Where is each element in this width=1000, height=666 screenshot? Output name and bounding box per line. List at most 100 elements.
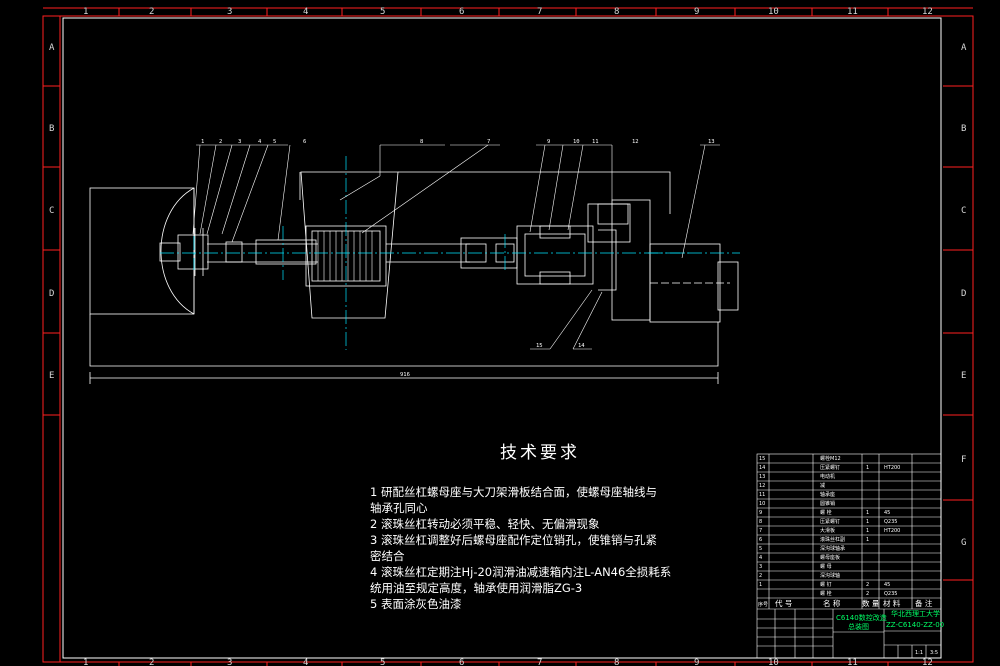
inner-frame — [62, 17, 942, 659]
row-material: Q235 — [884, 519, 897, 525]
row-quantity: 1 — [866, 510, 869, 516]
row-quantity: 1 — [866, 528, 869, 534]
zone-row-label: B — [49, 124, 54, 134]
school-name: 华北西理工大学 — [891, 609, 940, 618]
zone-row-label: B — [961, 124, 966, 134]
zone-row-label: A — [49, 43, 55, 53]
row-material: HT200 — [884, 528, 900, 534]
zone-row-label: A — [961, 43, 967, 53]
dimension-label: 916 — [400, 372, 410, 378]
row-quantity: 1 — [866, 465, 869, 471]
row-quantity: 1 — [866, 519, 869, 525]
zone-ticks — [43, 8, 973, 666]
callout: 10 — [573, 139, 580, 145]
requirement-line: 1 研配丝杠螺母座与大刀架滑板结合面，使螺母座轴线与 — [370, 485, 657, 499]
row-number: 8 — [759, 519, 762, 525]
callout-numbers: 1 2 3 4 5 6 8 7 9 10 11 12 13 15 14 916 — [201, 139, 715, 378]
row-number: 13 — [759, 474, 765, 480]
zone-col-label: 1 — [83, 658, 88, 666]
row-number: 15 — [759, 456, 765, 462]
row-name: 电动机 — [820, 473, 835, 480]
header-note: 备 注 — [915, 598, 933, 608]
row-name: 压紧螺钉 — [820, 518, 840, 525]
requirement-line: 3 滚珠丝杠调整好后螺母座配作定位销孔，使锥销与孔紧 — [370, 533, 657, 547]
callout: 13 — [708, 139, 715, 145]
header-material: 材 料 — [883, 598, 901, 608]
zone-row-label: C — [49, 206, 54, 216]
callout: 15 — [536, 343, 543, 349]
row-number: 14 — [759, 465, 765, 471]
row-number: 6 — [759, 537, 762, 543]
sheet-ratio: 1:1 — [915, 650, 923, 656]
center-lines — [160, 156, 740, 350]
requirement-line: 统用油至规定高度，轴承使用润滑脂ZG-3 — [370, 581, 582, 595]
zone-col-label: 9 — [694, 7, 699, 17]
scale-value: 3:5 — [930, 650, 938, 656]
row-name: 深沟球轴 — [820, 572, 840, 579]
zone-row-label: D — [49, 289, 54, 299]
zone-labels-top: 1 2 3 4 5 6 7 8 9 10 11 12 — [83, 7, 933, 17]
zone-col-label: 10 — [768, 7, 779, 17]
row-quantity: 2 — [866, 582, 869, 588]
title-block: C6140数控改造 总装图 华北西理工大学 ZZ-C6140-ZZ-00 3:5… — [836, 609, 944, 656]
row-quantity: 1 — [866, 537, 869, 543]
row-name: 螺 钉 — [820, 581, 832, 588]
callout: 5 — [273, 139, 276, 145]
callout: 3 — [238, 139, 241, 145]
technical-requirements: 技术要求 1 研配丝杠螺母座与大刀架滑板结合面，使螺母座轴线与 轴承孔同心 2 … — [370, 443, 671, 611]
row-number: 4 — [759, 555, 762, 561]
drawing-border — [42, 7, 974, 663]
zone-row-label: D — [961, 289, 966, 299]
zone-col-label: 7 — [537, 7, 542, 17]
row-name: 滚珠丝杠副 — [820, 536, 845, 543]
zone-row-label: C — [961, 206, 966, 216]
callout: 12 — [632, 139, 639, 145]
zone-col-label: 12 — [922, 7, 933, 17]
zone-col-label: 3 — [227, 7, 232, 17]
row-number: 9 — [759, 510, 762, 516]
zone-col-label: 11 — [847, 7, 858, 17]
callout: 6 — [303, 139, 306, 145]
requirement-line: 5 表面涂灰色油漆 — [370, 597, 461, 611]
row-material: 45 — [884, 510, 890, 516]
zone-col-label: 7 — [537, 658, 542, 666]
zone-row-label: E — [961, 371, 966, 381]
drawing-number: ZZ-C6140-ZZ-00 — [886, 621, 944, 629]
zone-col-label: 5 — [380, 7, 385, 17]
callout: 4 — [258, 139, 262, 145]
parts-header: 代 号 名 称 数 量 材 料 备 注 序号 — [758, 598, 933, 608]
callout: 8 — [420, 139, 423, 145]
row-name: 螺 栓 — [820, 509, 832, 516]
zone-col-label: 4 — [303, 658, 308, 666]
zone-col-label: 5 — [380, 658, 385, 666]
zone-col-label: 2 — [149, 7, 154, 17]
row-name: 螺母座板 — [820, 554, 840, 561]
header-code: 代 号 — [775, 598, 792, 608]
header-seq: 序号 — [758, 601, 768, 608]
row-quantity: 2 — [866, 591, 869, 597]
zone-col-label: 4 — [303, 7, 308, 17]
row-name: 螺 母 — [820, 563, 832, 570]
row-number: 12 — [759, 483, 765, 489]
header-name: 名 称 — [823, 598, 841, 608]
callout: 11 — [592, 139, 599, 145]
zone-col-label: 2 — [149, 658, 154, 666]
requirements-title: 技术要求 — [500, 443, 580, 463]
row-name: 大滑板 — [820, 527, 835, 534]
row-material: 45 — [884, 582, 890, 588]
zone-col-label: 9 — [694, 658, 699, 666]
row-material: HT200 — [884, 465, 900, 471]
row-name: 螺栓M12 — [820, 455, 841, 462]
zone-row-label: F — [961, 455, 966, 465]
zone-col-label: 10 — [768, 658, 779, 666]
assembly-drawing — [89, 171, 739, 384]
zone-col-label: 6 — [459, 7, 464, 17]
row-name: 减 — [820, 482, 825, 489]
zone-labels-bottom: 1 2 3 4 5 6 7 8 9 10 11 12 — [83, 658, 933, 666]
zone-col-label: 1 — [83, 7, 88, 17]
zone-col-label: 8 — [614, 7, 619, 17]
zone-col-label: 6 — [459, 658, 464, 666]
row-material: Q235 — [884, 591, 897, 597]
